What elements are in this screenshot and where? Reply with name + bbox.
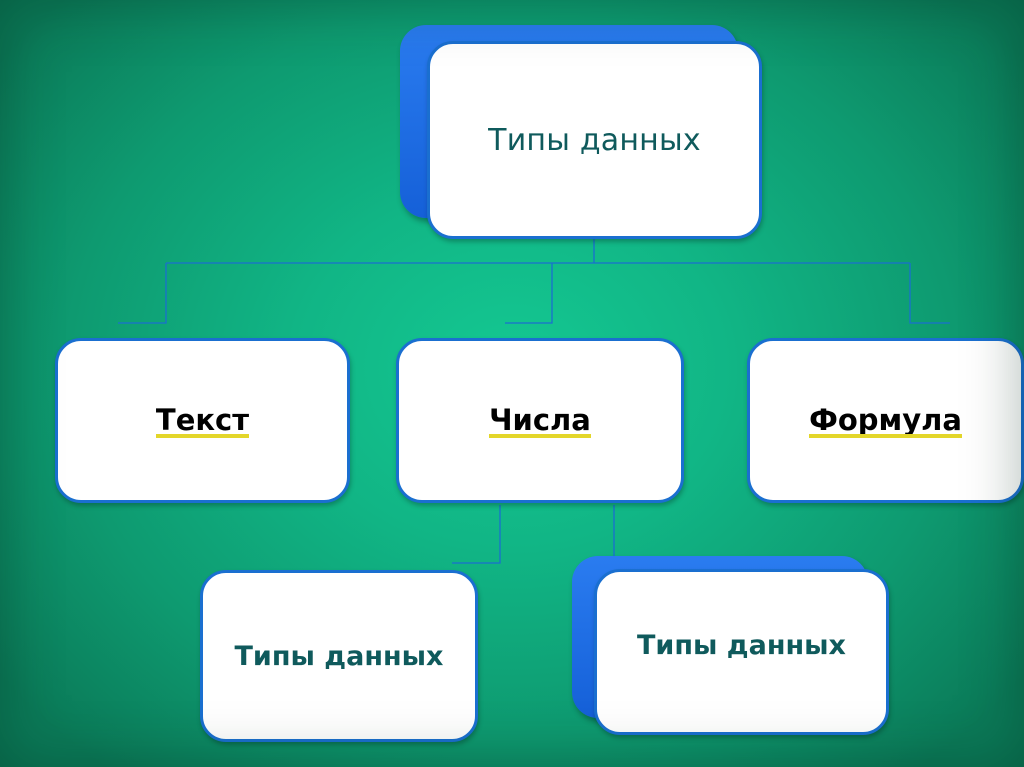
root-node[interactable]: Типы данных xyxy=(427,41,762,239)
node-child-left-label: Типы данных xyxy=(234,640,444,672)
root-node-label: Типы данных xyxy=(488,122,701,158)
node-numbers-label: Числа xyxy=(489,402,591,438)
node-text-label: Текст xyxy=(155,402,250,438)
node-child-left[interactable]: Типы данных xyxy=(200,570,478,742)
node-text[interactable]: Текст xyxy=(55,338,350,503)
node-numbers[interactable]: Числа xyxy=(396,338,684,503)
node-formula-label: Формула xyxy=(809,402,962,438)
node-formula[interactable]: Формула xyxy=(747,338,1024,503)
node-child-right[interactable]: Типы данных xyxy=(594,569,889,735)
node-child-right-label: Типы данных xyxy=(637,629,846,661)
